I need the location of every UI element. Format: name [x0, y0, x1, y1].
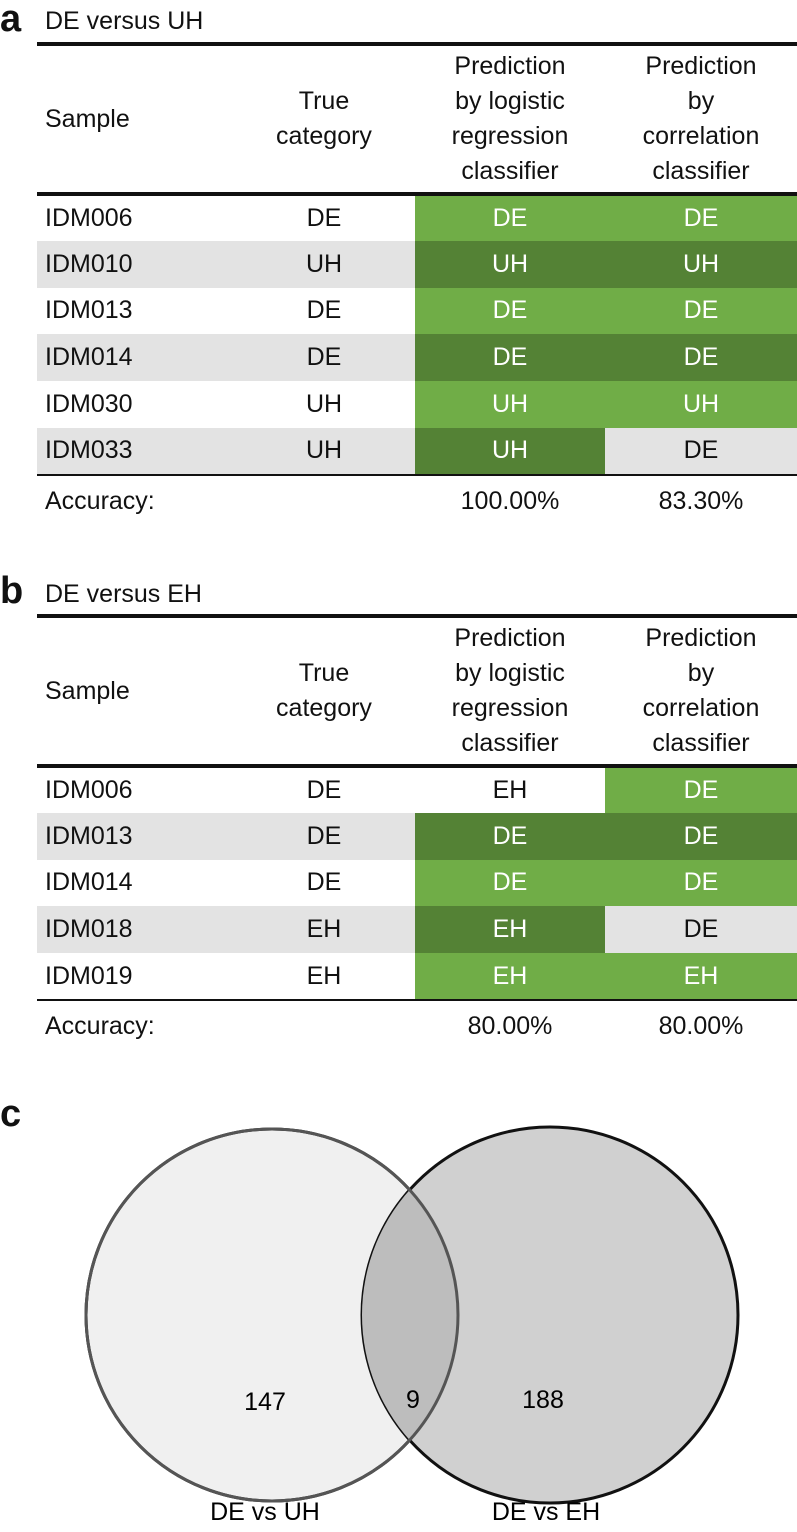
cell-true-category: UH	[233, 427, 415, 475]
cell-true-category: DE	[233, 334, 415, 382]
venn-overlap-count: 9	[406, 1386, 420, 1414]
accuracy-spacer	[233, 475, 415, 528]
cell-logistic-prediction: DE	[415, 334, 605, 382]
panel-b-letter: b	[0, 570, 24, 612]
accuracy-spacer	[233, 1000, 415, 1053]
panel-b-title: DE versus EH	[45, 580, 202, 608]
cell-correlation-prediction: DE	[605, 766, 797, 813]
venn-left-only-count: 147	[244, 1388, 286, 1416]
header-sample: Sample	[45, 104, 130, 133]
accuracy-logistic: 80.00%	[467, 1012, 553, 1041]
cell-true-category: DE	[306, 868, 342, 897]
cell-correlation-prediction: DE	[605, 287, 797, 335]
accuracy-label: Accuracy:	[45, 1012, 155, 1041]
cell-sample: IDM006	[45, 775, 133, 804]
cell-sample: IDM014	[45, 868, 133, 897]
cell-logistic-prediction: UH	[415, 381, 605, 428]
accuracy-logistic: 100.00%	[460, 487, 560, 516]
venn-left-outline	[84, 1127, 460, 1503]
cell-true-category: DE	[306, 775, 342, 804]
cell-sample: IDM033	[37, 427, 233, 475]
cell-true-category: DE	[306, 296, 342, 325]
accuracy-correlation: 83.30%	[658, 487, 744, 516]
cell-logistic-prediction: DE	[415, 859, 605, 907]
cell-correlation-prediction: DE	[605, 906, 797, 954]
cell-correlation-prediction: EH	[605, 953, 797, 1000]
cell-correlation-prediction: DE	[605, 427, 797, 475]
cell-sample: IDM018	[37, 906, 233, 954]
cell-logistic-prediction: EH	[415, 953, 605, 1000]
venn-right-only-count: 188	[522, 1386, 564, 1414]
cell-logistic-prediction: EH	[415, 906, 605, 954]
panel-a-title: DE versus UH	[45, 7, 204, 35]
panel-c-letter: c	[0, 1093, 22, 1135]
panel-b-accuracy-row: Accuracy: 80.00% 80.00%	[37, 1000, 797, 1053]
cell-correlation-prediction: DE	[605, 859, 797, 907]
cell-true-category: DE	[306, 203, 342, 232]
venn-diagram: 147 9 188 DE vs UH DE vs EH	[84, 1125, 740, 1526]
cell-logistic-prediction: UH	[415, 427, 605, 475]
cell-logistic-prediction: EH	[415, 766, 605, 813]
panel-a-letter: a	[0, 0, 22, 40]
accuracy-correlation: 80.00%	[658, 1012, 744, 1041]
panel-a-accuracy-row: Accuracy: 100.00% 83.30%	[37, 475, 797, 528]
header-sample: Sample	[45, 676, 130, 705]
cell-correlation-prediction: DE	[605, 194, 797, 241]
cell-true-category: DE	[233, 812, 415, 860]
cell-logistic-prediction: DE	[415, 287, 605, 335]
cell-correlation-prediction: UH	[605, 240, 797, 288]
cell-sample: IDM019	[45, 961, 133, 990]
cell-true-category: EH	[306, 961, 342, 990]
cell-sample: IDM013	[45, 296, 133, 325]
cell-sample: IDM014	[37, 334, 233, 382]
cell-correlation-prediction: UH	[605, 381, 797, 428]
cell-correlation-prediction: DE	[605, 812, 797, 860]
venn-left-label: DE vs UH	[210, 1498, 320, 1526]
cell-true-category: UH	[305, 390, 343, 419]
cell-logistic-prediction: UH	[415, 240, 605, 288]
cell-sample: IDM013	[37, 812, 233, 860]
cell-sample: IDM030	[45, 390, 133, 419]
accuracy-label: Accuracy:	[45, 487, 155, 516]
venn-right-label: DE vs EH	[492, 1498, 600, 1526]
cell-sample: IDM010	[37, 240, 233, 288]
cell-true-category: UH	[233, 240, 415, 288]
cell-true-category: EH	[233, 906, 415, 954]
cell-correlation-prediction: DE	[605, 334, 797, 382]
cell-logistic-prediction: DE	[415, 812, 605, 860]
cell-sample: IDM006	[45, 203, 133, 232]
cell-logistic-prediction: DE	[415, 194, 605, 241]
